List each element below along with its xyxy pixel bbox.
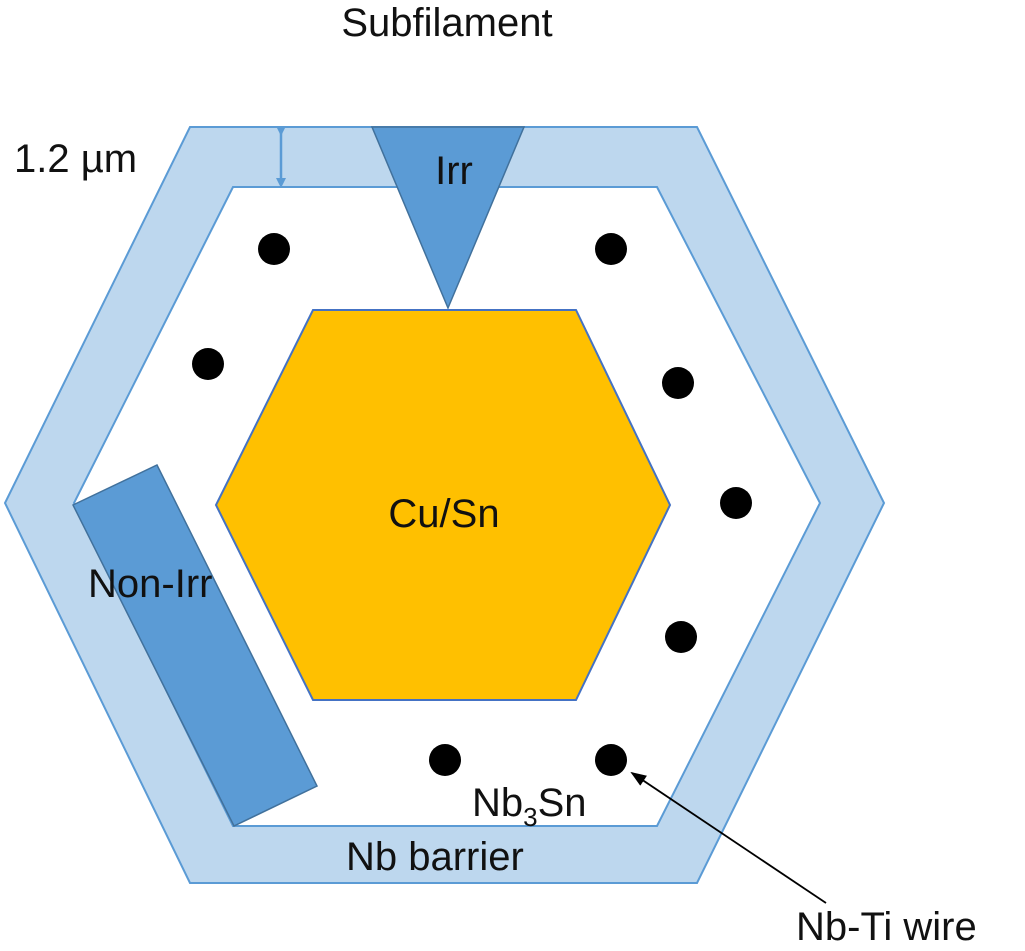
nbti-wire-pointer-arrow [630,771,827,904]
core-label: Cu/Sn [388,492,499,536]
nbti-wire-dot [258,233,290,265]
nbti-wire-dot [192,348,224,380]
nb-barrier-ring [3,126,886,884]
irr-triangle [370,126,526,310]
nbti-wire-dot [429,744,461,776]
cu-sn-core [214,309,672,701]
nb-barrier-label: Nb barrier [346,835,524,879]
nbti-wire-dot [665,621,697,653]
diagram-title: Subfilament [341,1,552,45]
nbti-wire-label: Nb-Ti wire [796,905,977,946]
nb3sn-label: Nb3Sn [472,781,587,832]
thickness-label: 1.2 µm [14,137,137,181]
non-irr-label: Non-Irr [88,562,212,606]
nbti-wire-dot [720,487,752,519]
nbti-wire-dot [595,744,627,776]
nbti-wires [192,233,752,776]
irr-label: Irr [435,149,473,193]
nbti-wire-dot [595,233,627,265]
nbti-wire-dot [662,367,694,399]
non-irr-region [71,464,319,827]
